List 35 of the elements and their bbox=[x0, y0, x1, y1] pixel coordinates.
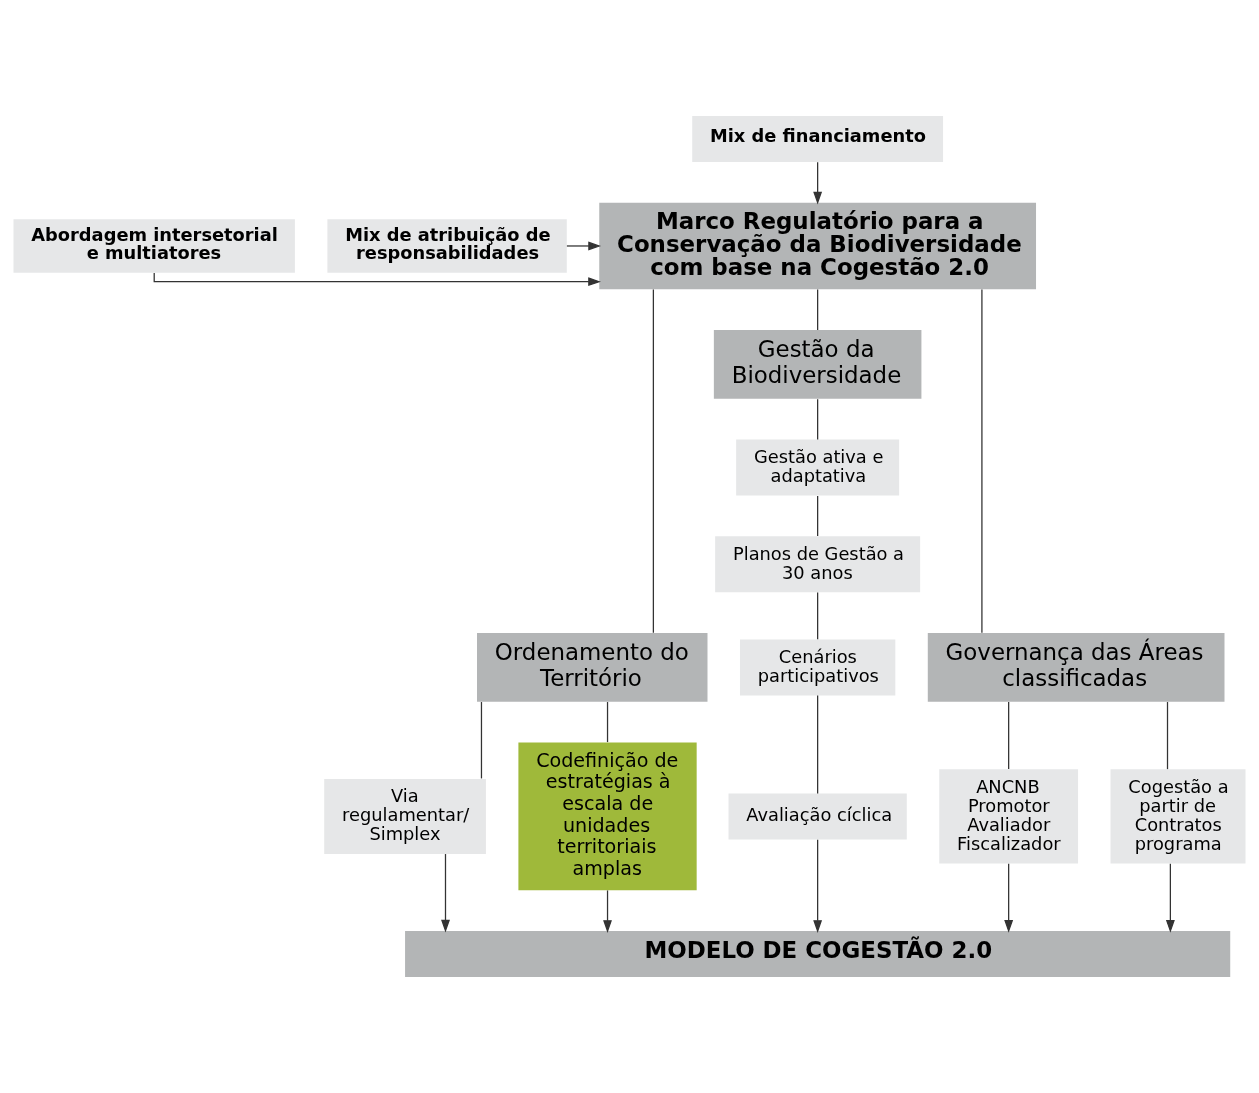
arrow bbox=[813, 161, 823, 205]
node-box: Mix de atribuição de responsabilidades bbox=[327, 219, 567, 273]
connector bbox=[606, 701, 609, 743]
connector bbox=[817, 495, 819, 537]
node-box: Avaliação cíclica bbox=[728, 793, 907, 840]
node-box: Planos de Gestão a 30 anos bbox=[715, 536, 921, 593]
connector bbox=[817, 398, 819, 441]
node-box: Via regulamentar/ Simplex bbox=[324, 778, 486, 854]
connector bbox=[480, 701, 483, 780]
connector bbox=[652, 288, 654, 634]
node-box: Cenários participativos bbox=[739, 639, 896, 696]
node-box: MODELO DE COGESTÃO 2.0 bbox=[405, 931, 1231, 977]
node-box: Codefinição de estratégias à escala de unidades territoriais amplas bbox=[518, 742, 697, 891]
connector bbox=[817, 591, 819, 640]
connector bbox=[817, 694, 819, 795]
arrow bbox=[603, 889, 612, 933]
connector bbox=[981, 288, 983, 634]
node-box: Gestão ativa e adaptativa bbox=[736, 439, 900, 496]
connector bbox=[1008, 701, 1010, 770]
node-box: Abordagem intersetorial e multiatores bbox=[13, 219, 295, 273]
arrow bbox=[1165, 863, 1175, 933]
node-box: Governança das Áreas classificadas bbox=[927, 633, 1225, 702]
node-box: Cogestão a partir de Contratos programa bbox=[1110, 769, 1246, 864]
node-box: Mix de financiamento bbox=[692, 116, 944, 162]
arrow bbox=[566, 241, 601, 251]
arrow bbox=[813, 839, 823, 933]
node-box: ANCNB Promotor Avaliador Fiscalizador bbox=[939, 769, 1079, 864]
connector bbox=[817, 288, 819, 331]
arrow bbox=[441, 853, 450, 933]
connector bbox=[1166, 701, 1169, 770]
node-box: Marco Regulatório para a Conservação da Biodiversidade com base na Cogestão 2.0 bbox=[599, 202, 1037, 290]
arrow bbox=[1004, 863, 1014, 933]
node-box: Ordenamento do Território bbox=[477, 633, 708, 702]
arrow bbox=[153, 272, 601, 287]
node-box: Gestão da Biodiversidade bbox=[713, 330, 922, 399]
